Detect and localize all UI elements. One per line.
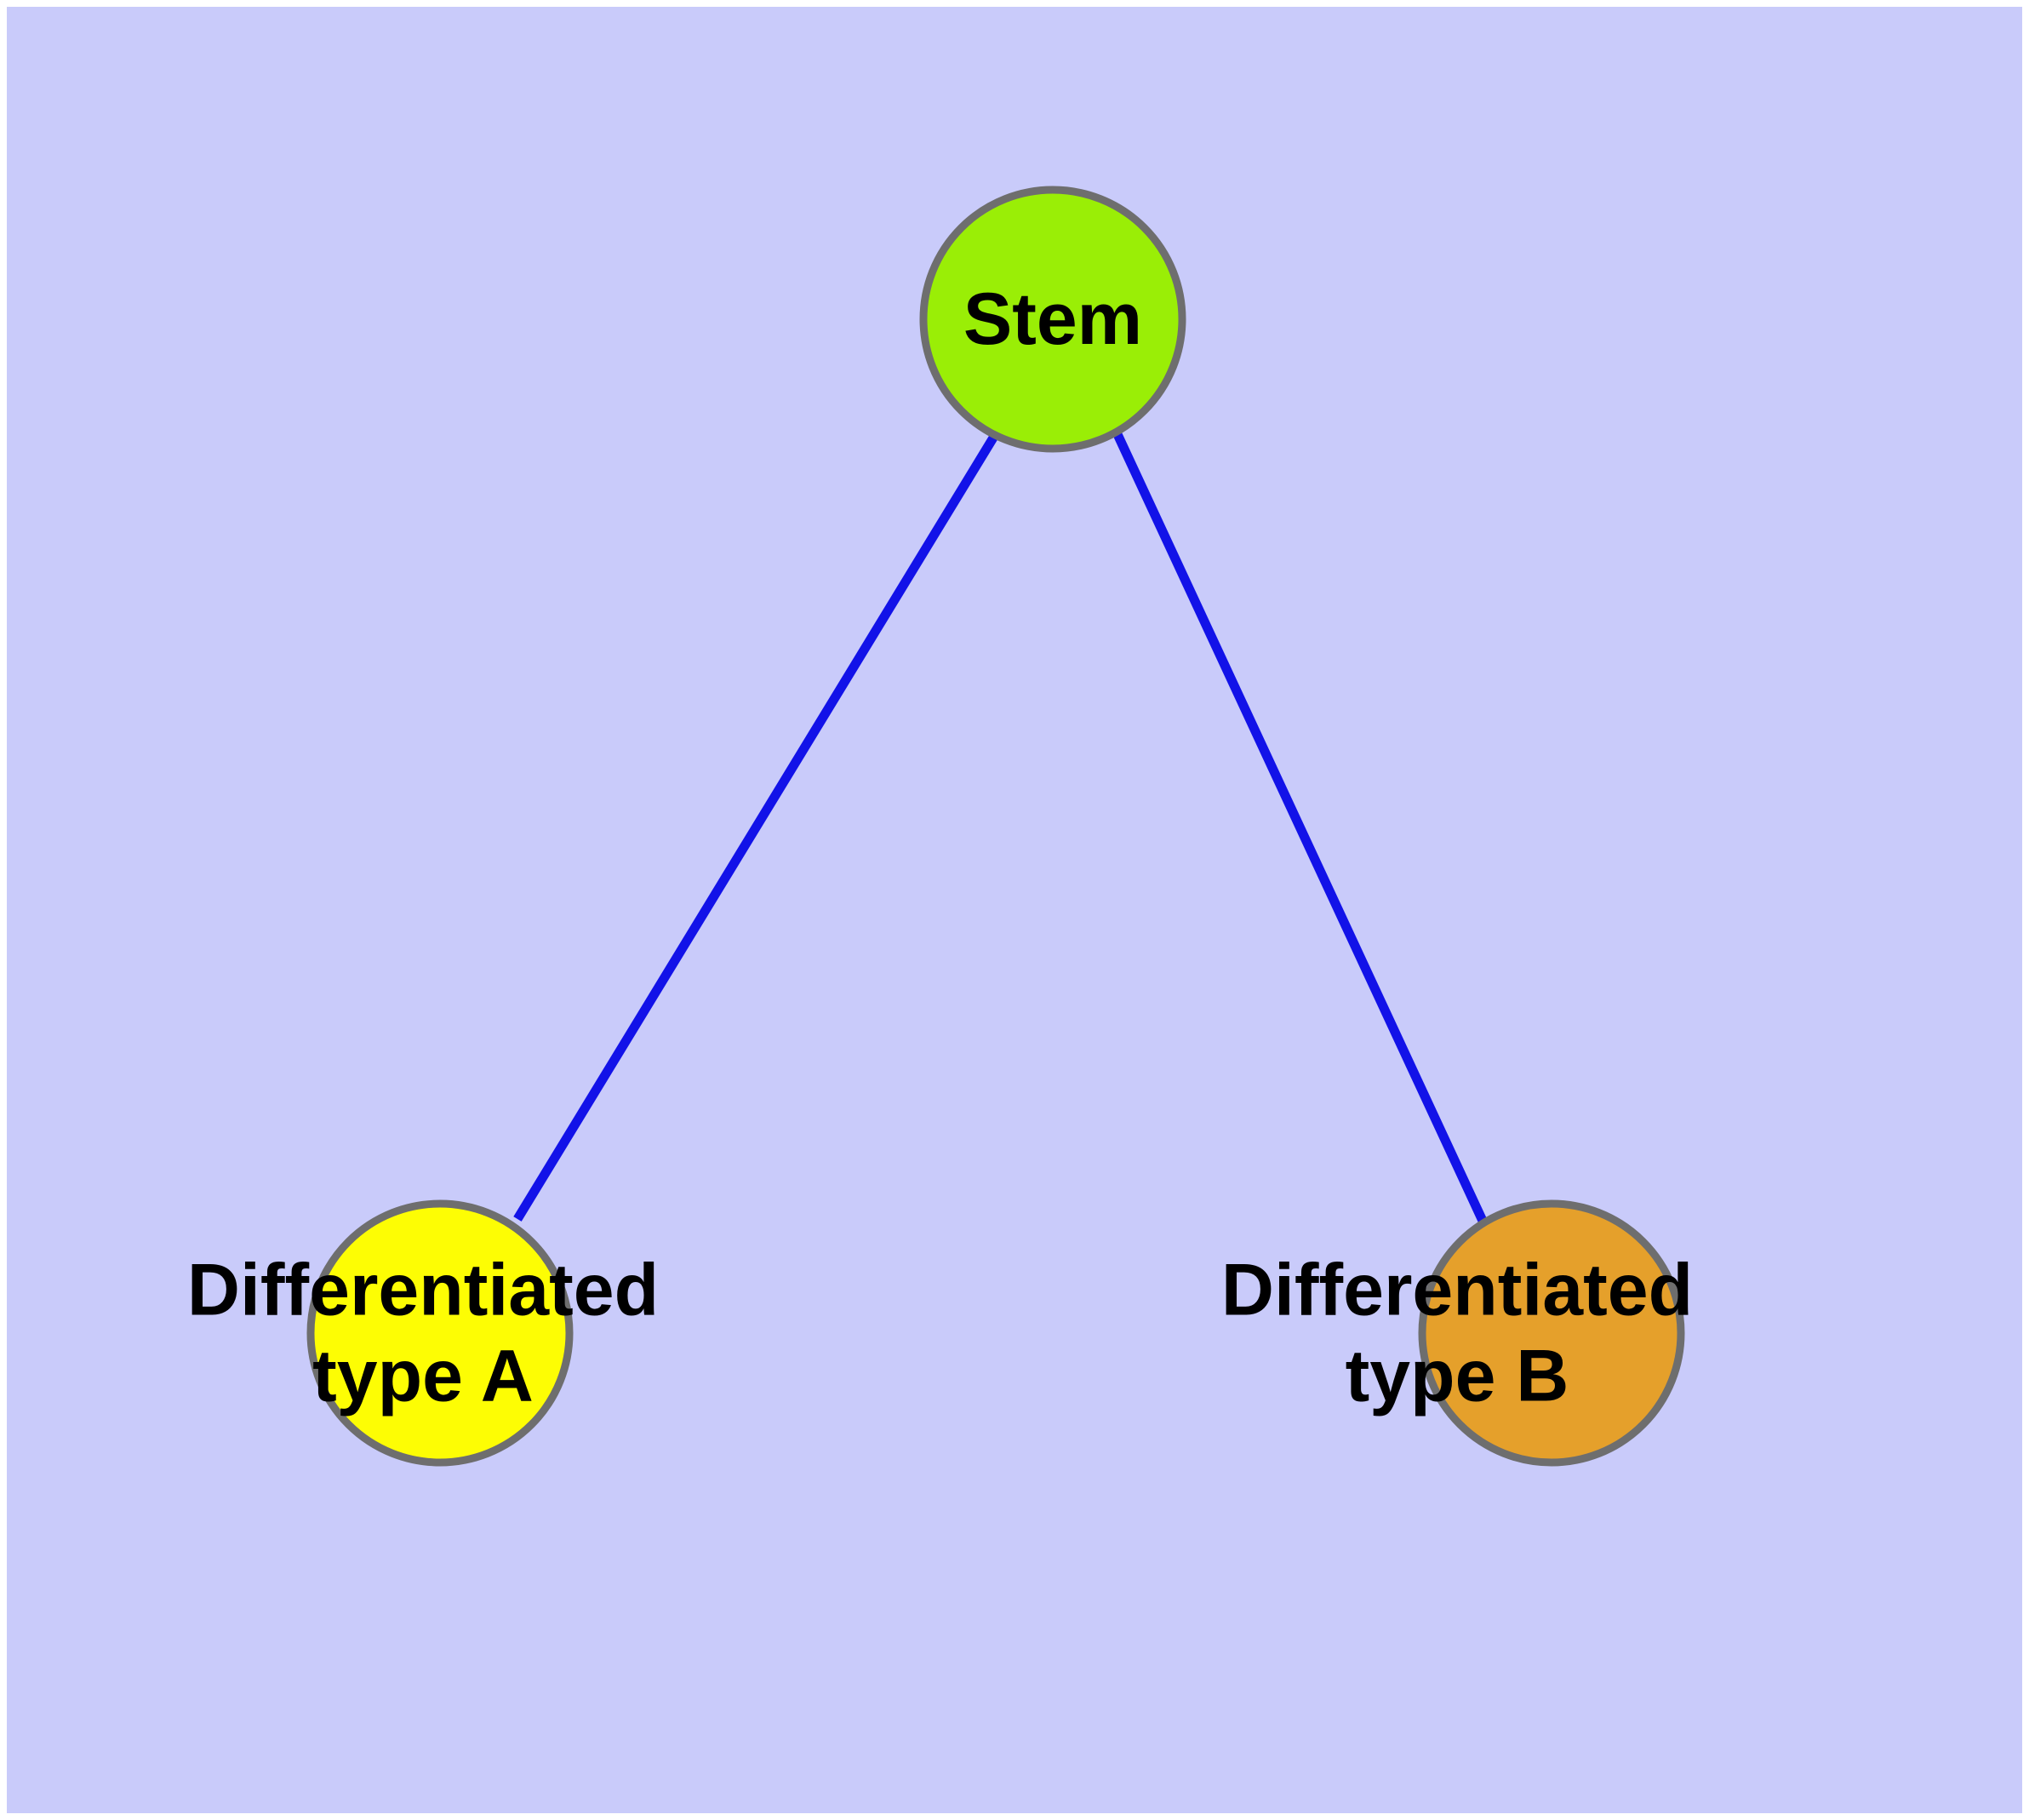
node-label-line: Differentiated — [187, 1249, 659, 1331]
node-circle-diff_b[interactable] — [1418, 1199, 1685, 1467]
node-label-line: type A — [312, 1336, 534, 1417]
node-label-line: Stem — [963, 278, 1142, 360]
graph-node-stem[interactable]: Stem — [919, 186, 1186, 453]
edges-layer — [513, 430, 1487, 1223]
node-label-line: Differentiated — [1221, 1249, 1693, 1331]
node-circle-diff_a[interactable] — [306, 1199, 574, 1467]
graph-edge[interactable] — [1112, 430, 1487, 1223]
node-label-stem: Stem — [963, 278, 1142, 360]
node-label-line: type B — [1346, 1336, 1569, 1417]
graph-edge[interactable] — [513, 432, 999, 1222]
node-circle-stem[interactable] — [919, 186, 1186, 453]
